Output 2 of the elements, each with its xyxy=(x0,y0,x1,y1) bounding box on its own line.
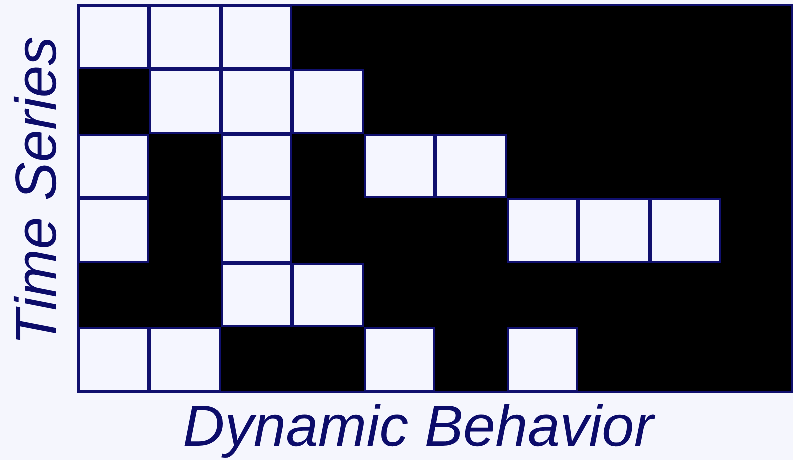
axis-title: Dynamic Behavior xyxy=(183,398,654,456)
axis-title: Time Series xyxy=(8,36,66,348)
